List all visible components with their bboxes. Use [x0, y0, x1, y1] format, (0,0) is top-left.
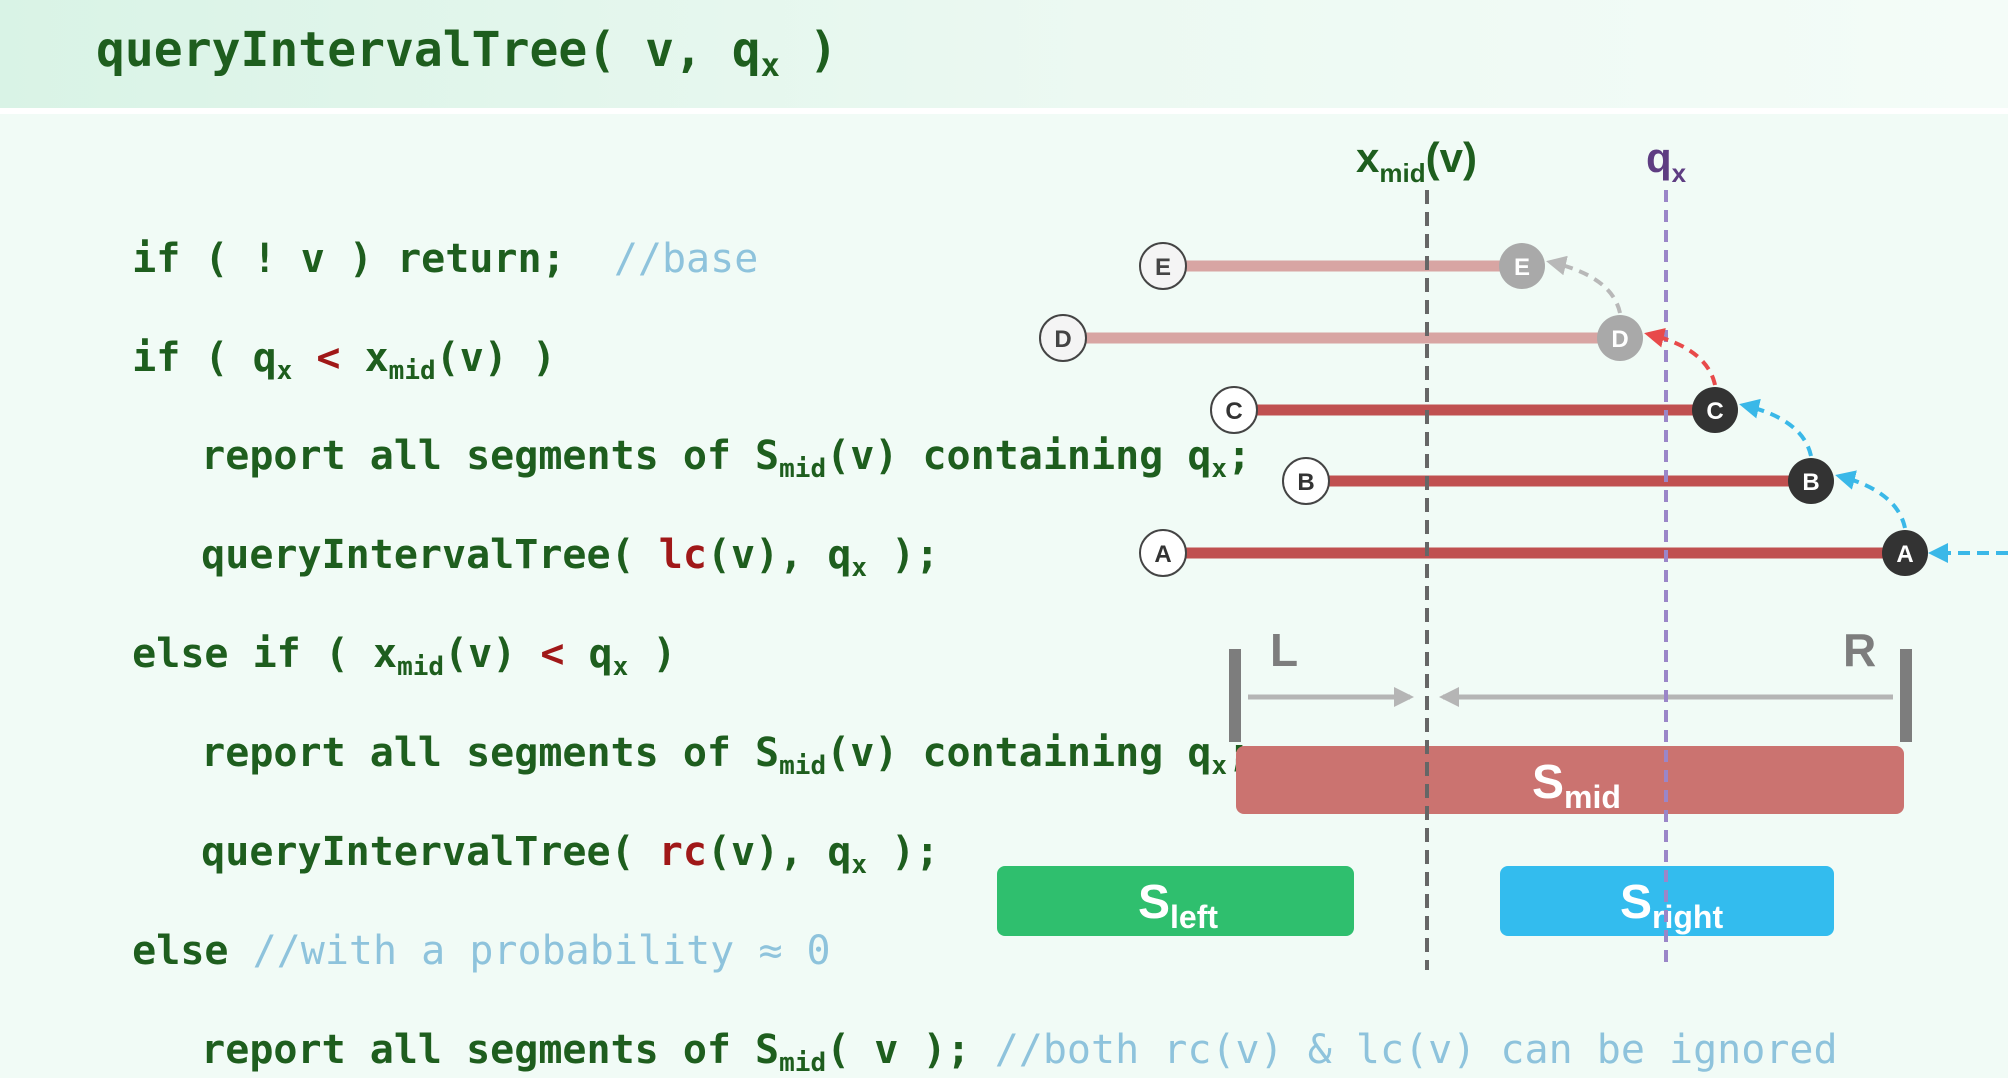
code-line-else-if-right: else if ( xmid(v) < qx ) — [132, 631, 677, 682]
node-a-left: A — [1139, 529, 1187, 577]
smid-box — [1236, 746, 1904, 814]
xmid-label: xmid(v) — [1356, 134, 1477, 188]
arrow-b-to-c — [1739, 398, 1813, 457]
title-divider — [0, 108, 2008, 114]
arrow-d-to-e — [1546, 255, 1622, 314]
code-line-recurse-lc: queryIntervalTree( lc(v), qx ); — [201, 532, 940, 583]
node-b-left: B — [1282, 457, 1330, 505]
qx-label: qx — [1646, 134, 1687, 188]
svg-text:B: B — [1297, 469, 1314, 496]
code-line-if-left: if ( qx < xmid(v) ) — [132, 335, 557, 386]
sleft-label: Sleft — [1138, 876, 1218, 935]
node-d-right: D — [1597, 315, 1643, 361]
svg-text:D: D — [1054, 326, 1071, 353]
arrow-c-to-d — [1644, 327, 1717, 386]
svg-text:C: C — [1225, 398, 1242, 425]
code-line-else: else //with a probability ≈ 0 — [132, 928, 831, 974]
svg-text:C: C — [1706, 398, 1723, 425]
code-line-recurse-rc: queryIntervalTree( rc(v), qx ); — [201, 829, 940, 880]
node-b-right: B — [1788, 458, 1834, 504]
node-d-left: D — [1039, 314, 1087, 362]
code-line-report-right: report all segments of Smid(v) containin… — [201, 730, 1251, 781]
sleft-box — [997, 866, 1354, 936]
smid-label: Smid — [1532, 756, 1621, 815]
node-c-right: C — [1692, 387, 1738, 433]
arrow-a-to-b — [1835, 470, 1907, 529]
node-e-right: E — [1499, 243, 1545, 289]
svg-text:E: E — [1514, 254, 1530, 281]
node-e-left: E — [1139, 242, 1187, 290]
node-c-left: C — [1210, 386, 1258, 434]
sright-label: Sright — [1620, 876, 1723, 935]
l-label: L — [1270, 624, 1298, 676]
code-line-base-case: if ( ! v ) return; //base — [132, 236, 759, 282]
svg-text:A: A — [1154, 541, 1171, 568]
svg-text:E: E — [1155, 254, 1171, 281]
svg-text:B: B — [1802, 469, 1819, 496]
title-bar — [0, 0, 2008, 108]
node-a-right: A — [1882, 530, 1928, 576]
code-line-report-left: report all segments of Smid(v) containin… — [201, 433, 1252, 484]
svg-text:D: D — [1611, 326, 1628, 353]
r-label: R — [1843, 624, 1876, 676]
interval-tree-diagram: Smid Sleft Sright L R xmid(v) qx E D C B — [997, 134, 2008, 970]
page-title: queryIntervalTree( v, qx ) — [96, 22, 838, 84]
svg-text:A: A — [1896, 541, 1913, 568]
